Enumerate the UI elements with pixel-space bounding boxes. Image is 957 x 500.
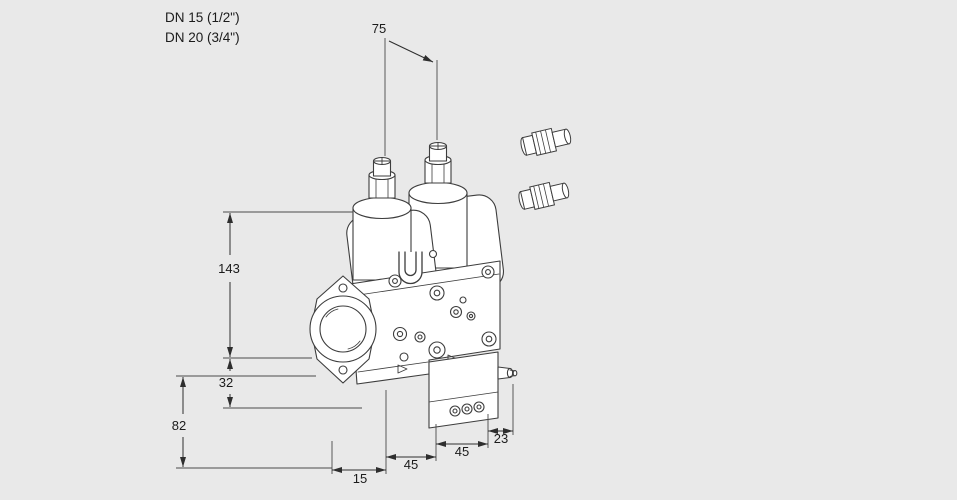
- dn20-label: DN 20 (3/4"): [165, 30, 240, 45]
- test-nipple: [497, 366, 518, 380]
- dim-label-45b: 45: [455, 444, 469, 459]
- body-ports: [388, 249, 497, 374]
- nominal-size-labels: DN 15 (1/2") DN 20 (3/4"): [165, 8, 240, 48]
- seal-plug-lower: [516, 178, 572, 213]
- dimension-lines: [180, 40, 513, 473]
- coil-yoke: [398, 251, 423, 285]
- dimension-labels: 75 143 32 82 15 45 45 23: [172, 21, 508, 486]
- lower-block: [428, 351, 499, 429]
- dim-label-32: 32: [219, 375, 233, 390]
- valve-body: [349, 260, 501, 385]
- dim-label-23: 23: [494, 431, 508, 446]
- dim-line-75: [388, 40, 434, 63]
- seal-plug-upper: [518, 124, 574, 159]
- dim-label-45a: 45: [404, 457, 418, 472]
- flange-bore: [319, 305, 367, 353]
- dim-label-82: 82: [172, 418, 186, 433]
- inlet-flange: [309, 275, 377, 384]
- dim-label-143: 143: [218, 261, 240, 276]
- dim-label-15: 15: [353, 471, 367, 486]
- flow-arrow: [397, 364, 408, 374]
- valve-assembly: [309, 141, 518, 429]
- dim-label-75: 75: [372, 21, 386, 36]
- dn15-label: DN 15 (1/2"): [165, 10, 240, 25]
